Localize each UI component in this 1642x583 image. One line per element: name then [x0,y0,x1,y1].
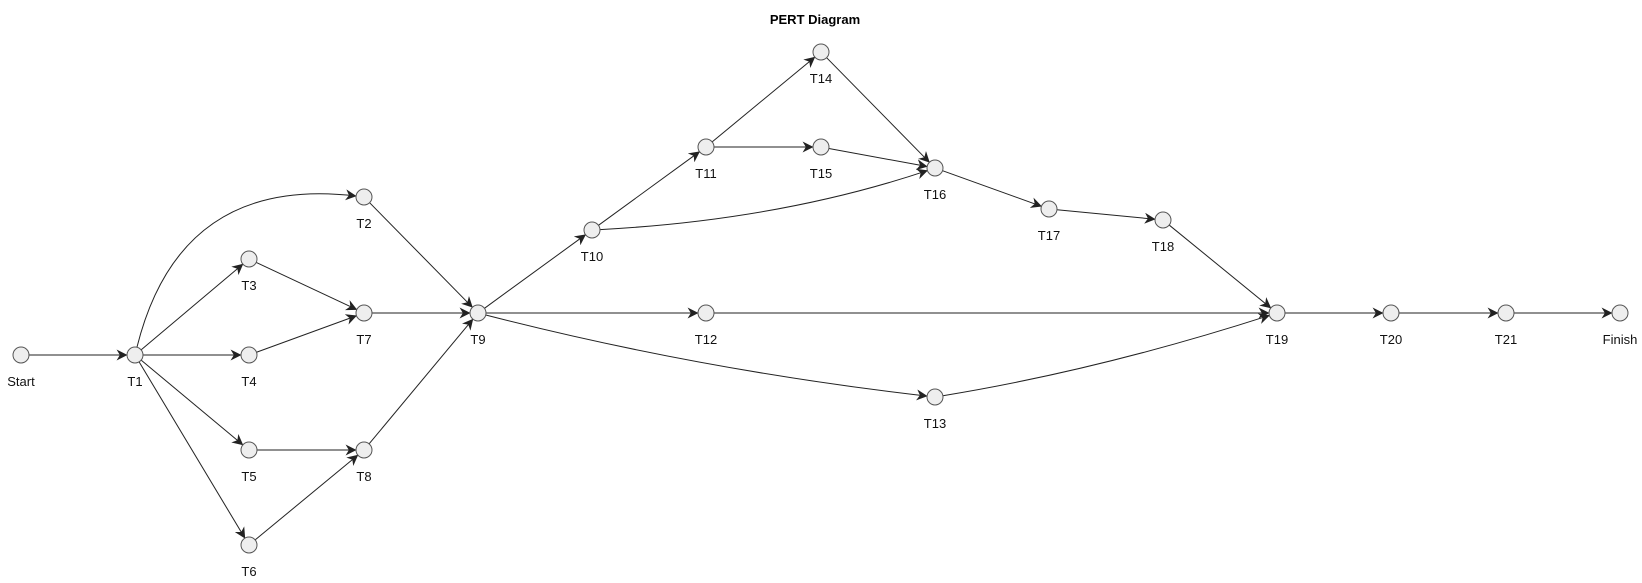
node-t18[interactable]: T18 [1152,211,1174,254]
node-t8[interactable]: T8 [355,441,373,484]
node-t12[interactable]: T12 [695,304,717,347]
node-circle[interactable] [355,304,373,322]
node-label: T20 [1380,332,1402,347]
node-label: T14 [810,71,832,86]
node-finish[interactable]: Finish [1603,304,1638,347]
node-circle[interactable] [583,221,601,239]
node-t4[interactable]: T4 [240,346,258,389]
node-t7[interactable]: T7 [355,304,373,347]
node-label: T21 [1495,332,1517,347]
edge-t13-t19 [942,313,1270,397]
node-circle[interactable] [1154,211,1172,229]
node-circle[interactable] [1611,304,1629,322]
node-label: T17 [1038,228,1060,243]
node-label: T11 [695,166,716,181]
node-t3[interactable]: T3 [240,250,258,293]
node-t11[interactable]: T11 [695,138,717,181]
edges-layer [29,56,1613,541]
edge-t3-t7 [256,261,358,311]
edge-t8-t9 [368,318,474,445]
node-label: T16 [924,187,946,202]
node-circle[interactable] [926,159,944,177]
node-circle[interactable] [697,304,715,322]
edge-t10-t11 [598,151,700,226]
node-label: T3 [241,278,256,293]
edge-t10-t16 [599,168,928,231]
node-t9[interactable]: T9 [469,304,487,347]
node-label: T19 [1266,332,1288,347]
node-label: T18 [1152,239,1174,254]
node-label: Finish [1603,332,1638,347]
node-t14[interactable]: T14 [810,43,832,86]
node-t10[interactable]: T10 [581,221,603,264]
node-circle[interactable] [812,138,830,156]
edge-t9-t13 [485,314,928,401]
node-t2[interactable]: T2 [355,188,373,231]
node-label: Start [7,374,35,389]
node-t21[interactable]: T21 [1495,304,1517,347]
diagram-title: PERT Diagram [770,12,860,27]
node-t16[interactable]: T16 [924,159,946,202]
node-label: T4 [241,374,256,389]
node-t20[interactable]: T20 [1380,304,1402,347]
edge-t18-t19 [1168,224,1272,309]
node-circle[interactable] [1497,304,1515,322]
edge-t9-t10 [484,234,586,309]
node-t17[interactable]: T17 [1038,200,1060,243]
node-circle[interactable] [926,388,944,406]
node-t1[interactable]: T1 [126,346,144,389]
node-label: T1 [127,374,142,389]
node-label: T15 [810,166,832,181]
node-circle[interactable] [355,188,373,206]
edge-t15-t16 [828,147,928,171]
node-circle[interactable] [812,43,830,61]
node-t19[interactable]: T19 [1266,304,1288,347]
node-circle[interactable] [240,346,258,364]
edge-t1-t3 [140,263,244,351]
edge-t14-t16 [826,57,930,163]
node-t5[interactable]: T5 [240,441,258,484]
edge-t2-t9 [369,202,473,308]
node-t6[interactable]: T6 [240,536,258,579]
node-circle[interactable] [1268,304,1286,322]
node-label: T6 [241,564,256,579]
node-t15[interactable]: T15 [810,138,832,181]
edge-t1-t5 [140,359,244,446]
node-label: T12 [695,332,717,347]
node-circle[interactable] [240,250,258,268]
node-circle[interactable] [126,346,144,364]
edge-t1-t6 [138,361,246,539]
edge-t4-t7 [256,314,358,353]
node-label: T2 [356,216,371,231]
node-label: T5 [241,469,256,484]
node-label: T8 [356,469,371,484]
node-circle[interactable] [469,304,487,322]
edge-t1-t2 [136,189,357,348]
node-label: T7 [356,332,371,347]
node-circle[interactable] [12,346,30,364]
node-circle[interactable] [355,441,373,459]
node-start[interactable]: Start [7,346,35,389]
edge-t17-t18 [1056,209,1156,224]
node-circle[interactable] [1382,304,1400,322]
edge-t6-t8 [254,454,359,541]
node-circle[interactable] [240,536,258,554]
edge-t11-t14 [711,56,816,143]
edge-t16-t17 [942,170,1042,208]
node-label: T9 [470,332,485,347]
node-t13[interactable]: T13 [924,388,946,431]
node-label: T13 [924,416,946,431]
node-circle[interactable] [697,138,715,156]
node-circle[interactable] [1040,200,1058,218]
node-label: T10 [581,249,603,264]
node-circle[interactable] [240,441,258,459]
